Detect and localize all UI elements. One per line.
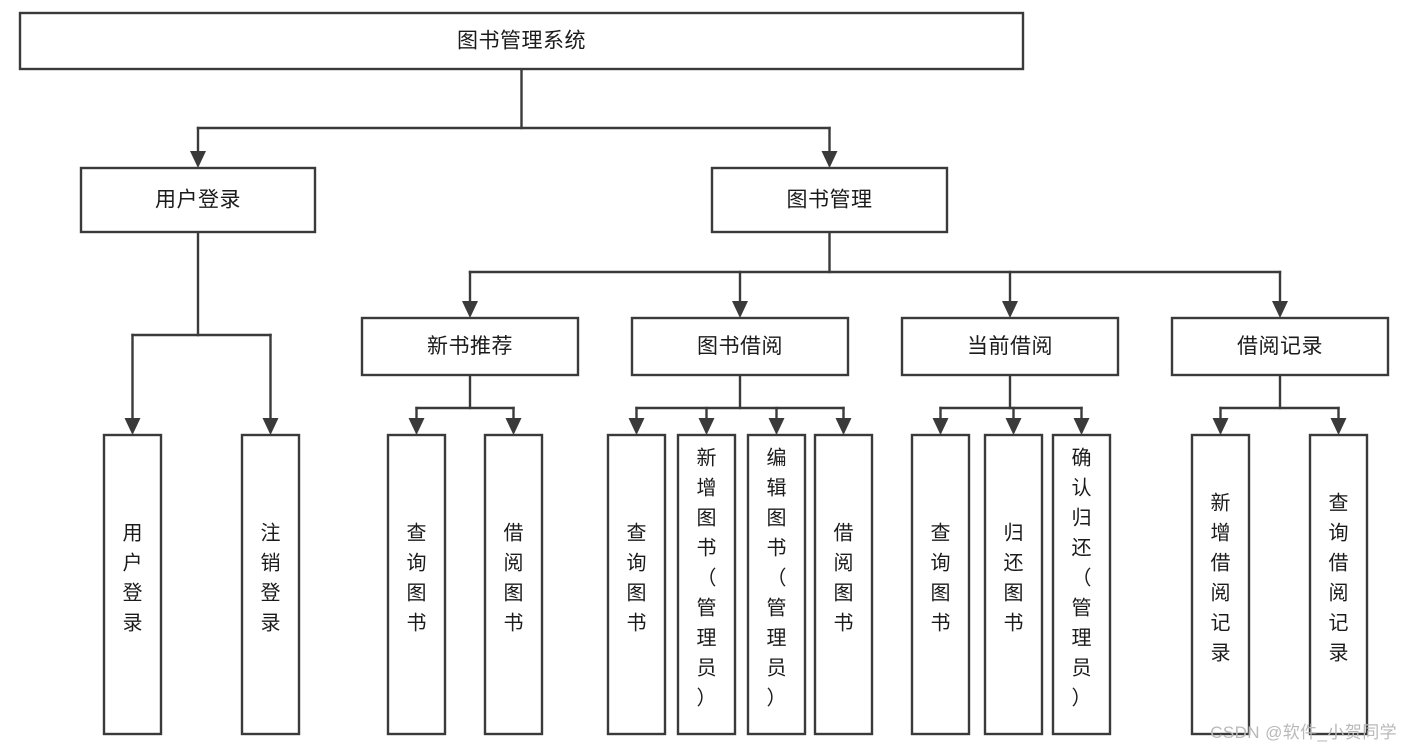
node-box bbox=[676, 433, 737, 736]
node-box bbox=[1308, 433, 1369, 736]
arrow-head-icon bbox=[628, 418, 645, 435]
node-box bbox=[240, 433, 301, 736]
node-box bbox=[18, 11, 1025, 71]
node-box bbox=[910, 433, 971, 736]
node-box bbox=[1051, 433, 1112, 736]
node-box bbox=[630, 316, 850, 377]
level1-node-用户登录-0[interactable]: 用户登录 bbox=[79, 166, 317, 234]
level1-node-图书管理-1[interactable]: 图书管理 bbox=[710, 166, 949, 234]
arrow-head-icon bbox=[835, 418, 852, 435]
leaf-node-查询图书-4[interactable]: 查询图书 bbox=[606, 433, 667, 736]
node-box bbox=[746, 433, 807, 736]
leaf-node-借阅图书-7[interactable]: 借阅图书 bbox=[813, 433, 874, 736]
node-label: 图书管理 bbox=[787, 189, 873, 212]
arrow-head-icon bbox=[732, 301, 748, 318]
node-label: 图书管理系统 bbox=[457, 30, 586, 53]
node-box bbox=[102, 433, 163, 736]
arrow-head-icon bbox=[124, 418, 141, 435]
node-box bbox=[606, 433, 667, 736]
node-box bbox=[360, 316, 580, 377]
arrow-head-icon bbox=[1005, 418, 1022, 435]
arrow-head-icon bbox=[262, 418, 279, 435]
node-label: 查询借阅记录 bbox=[1329, 492, 1349, 665]
leaf-node-查询借阅记录-12[interactable]: 查询借阅记录 bbox=[1308, 433, 1369, 736]
node-box bbox=[1170, 316, 1390, 377]
arrow-head-icon bbox=[462, 301, 478, 318]
arrow-head-icon bbox=[1330, 418, 1347, 435]
node-box bbox=[900, 316, 1120, 377]
leaf-node-新增图书-管理员-5[interactable]: 新增图书（管理员） bbox=[676, 433, 737, 736]
arrow-head-icon bbox=[698, 418, 715, 435]
leaf-node-归还图书-9[interactable]: 归还图书 bbox=[983, 433, 1044, 736]
node-box bbox=[1190, 433, 1251, 736]
connector-layer bbox=[124, 67, 1347, 435]
node-label: 用户登录 bbox=[155, 189, 241, 212]
leaf-node-注销登录-1[interactable]: 注销登录 bbox=[240, 433, 301, 736]
leaf-node-确认归还-管理员-10[interactable]: 确认归还（管理员） bbox=[1051, 433, 1112, 736]
root-node-图书管理系统[interactable]: 图书管理系统 bbox=[18, 11, 1025, 71]
csdn-watermark: CSDN @软件_小贺同学 bbox=[1210, 723, 1397, 742]
leaf-node-用户登录-0[interactable]: 用户登录 bbox=[102, 433, 163, 736]
level2-node-当前借阅-2[interactable]: 当前借阅 bbox=[900, 316, 1120, 377]
level2-node-图书借阅-1[interactable]: 图书借阅 bbox=[630, 316, 850, 377]
arrow-head-icon bbox=[190, 151, 206, 168]
node-box bbox=[710, 166, 949, 234]
node-box bbox=[983, 433, 1044, 736]
level2-node-新书推荐-0[interactable]: 新书推荐 bbox=[360, 316, 580, 377]
node-box bbox=[483, 433, 544, 736]
node-label: 借阅记录 bbox=[1237, 335, 1323, 358]
node-label: 注销登录 bbox=[261, 522, 281, 635]
node-label: 编辑图书（管理员） bbox=[767, 447, 787, 710]
arrow-head-icon bbox=[505, 418, 522, 435]
leaf-node-借阅图书-3[interactable]: 借阅图书 bbox=[483, 433, 544, 736]
node-label: 新增借阅记录 bbox=[1211, 492, 1231, 665]
arrow-head-icon bbox=[768, 418, 785, 435]
node-label: 用户登录 bbox=[123, 523, 143, 635]
node-layer: 图书管理系统用户登录图书管理新书推荐图书借阅当前借阅借阅记录用户登录注销登录查询… bbox=[18, 11, 1390, 736]
arrow-head-icon bbox=[1002, 301, 1018, 318]
node-label: 新增图书（管理员） bbox=[697, 447, 717, 710]
node-label: 当前借阅 bbox=[967, 335, 1053, 358]
leaf-node-新增借阅记录-11[interactable]: 新增借阅记录 bbox=[1190, 433, 1251, 736]
node-label: 查询图书 bbox=[931, 522, 951, 635]
node-box bbox=[386, 433, 447, 736]
arrow-head-icon bbox=[1212, 418, 1229, 435]
node-box bbox=[813, 433, 874, 736]
arrow-head-icon bbox=[408, 418, 425, 435]
arrow-head-icon bbox=[932, 418, 949, 435]
node-label: 借阅图书 bbox=[504, 522, 524, 635]
level2-node-借阅记录-3[interactable]: 借阅记录 bbox=[1170, 316, 1390, 377]
node-label: 图书借阅 bbox=[697, 335, 783, 358]
leaf-node-查询图书-2[interactable]: 查询图书 bbox=[386, 433, 447, 736]
node-label: 借阅图书 bbox=[834, 522, 854, 635]
node-box bbox=[79, 166, 317, 234]
node-label: 查询图书 bbox=[627, 522, 647, 635]
leaf-node-编辑图书-管理员-6[interactable]: 编辑图书（管理员） bbox=[746, 433, 807, 736]
node-label: 确认归还（管理员） bbox=[1072, 447, 1092, 710]
node-label: 查询图书 bbox=[407, 522, 427, 635]
arrow-head-icon bbox=[1272, 301, 1288, 318]
node-label: 归还图书 bbox=[1004, 522, 1024, 635]
leaf-node-查询图书-8[interactable]: 查询图书 bbox=[910, 433, 971, 736]
arrow-head-icon bbox=[1073, 418, 1090, 435]
node-label: 新书推荐 bbox=[427, 335, 513, 358]
arrow-head-icon bbox=[821, 151, 838, 168]
